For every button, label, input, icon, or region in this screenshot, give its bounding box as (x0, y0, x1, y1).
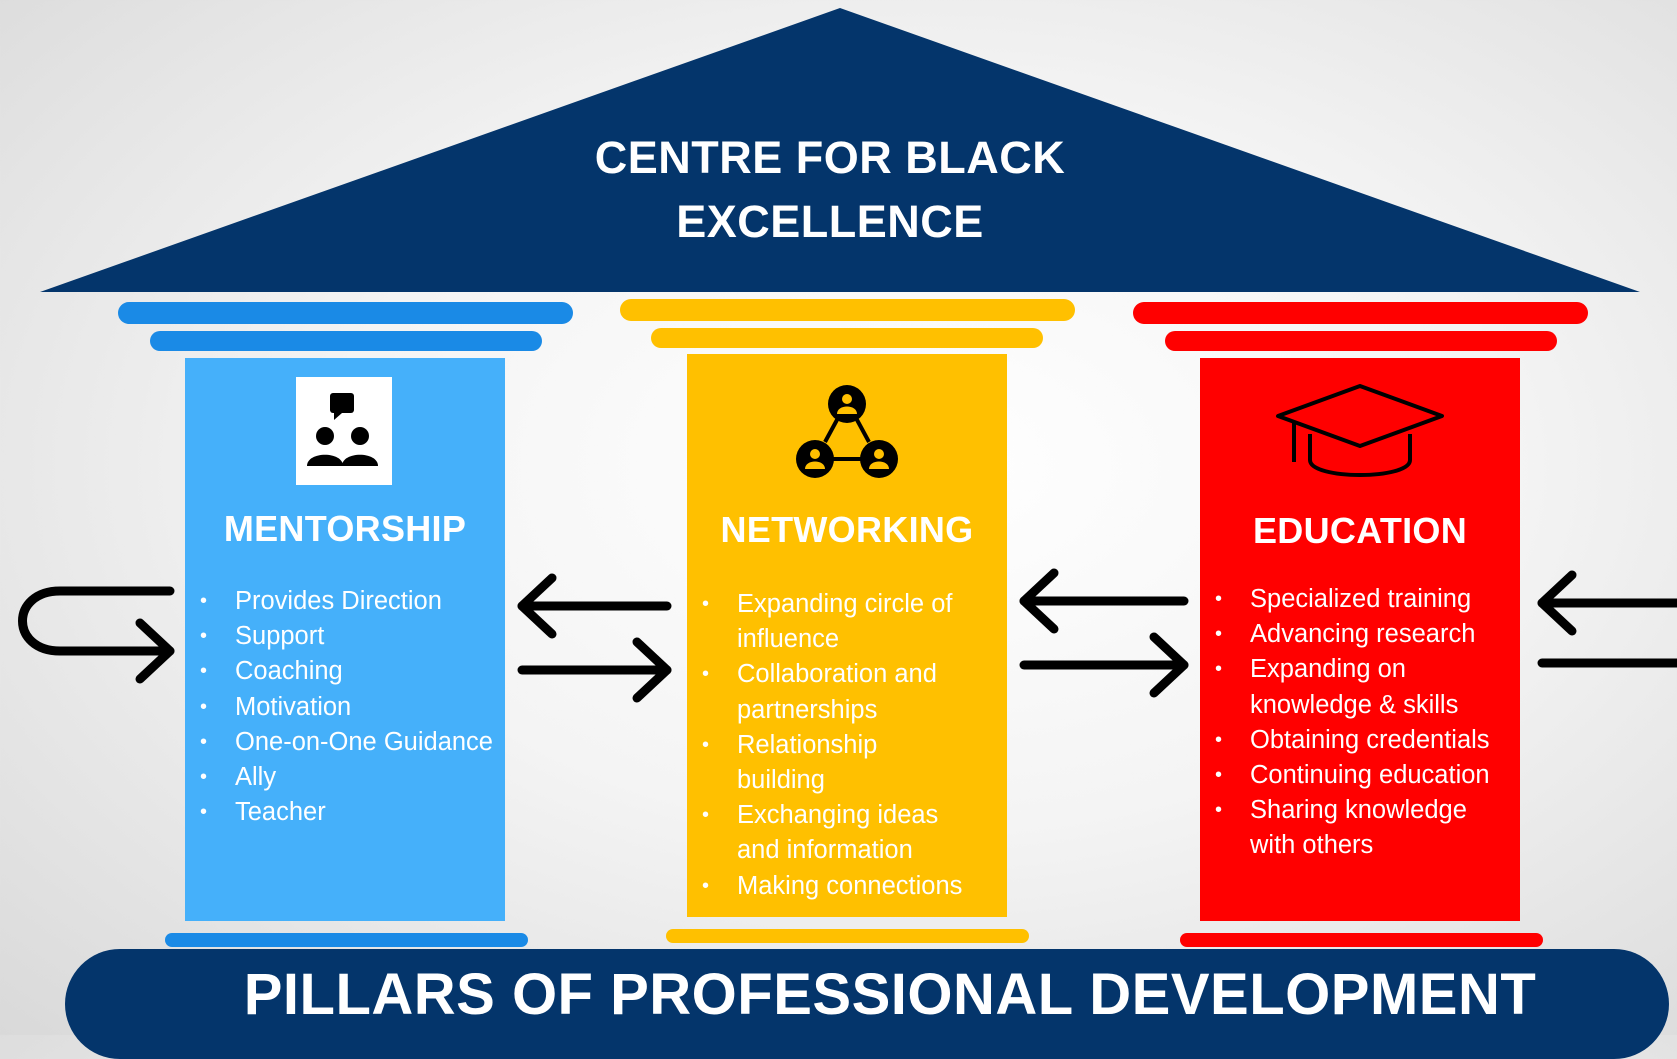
networking-base (666, 929, 1029, 943)
networking-capital-top (620, 299, 1075, 321)
list-item: Teacher (200, 795, 493, 830)
list-item: Relationship building (702, 728, 962, 798)
pillar-networking: NETWORKING Expanding circle of influence… (687, 354, 1007, 917)
mentorship-list: Provides Direction Support Coaching Moti… (185, 584, 493, 831)
roof-triangle (40, 8, 1640, 292)
foundation-title: PILLARS OF PROFESSIONAL DEVELOPMENT (243, 962, 1537, 1027)
list-item: Obtaining credentials (1215, 723, 1490, 758)
roof-title-line1: CENTRE FOR BLACK (594, 132, 1066, 183)
roof-title-line2: EXCELLENCE (676, 196, 984, 247)
pillar-title-networking: NETWORKING (720, 509, 974, 550)
list-item: Expanding circle of influence (702, 587, 962, 657)
list-item: Coaching (200, 654, 493, 689)
education-list: Specialized training Advancing research … (1200, 582, 1490, 864)
list-item: One-on-One Guidance (200, 725, 493, 760)
list-item: Provides Direction (200, 584, 493, 619)
pillar-mentorship: MENTORSHIP Provides Direction Support Co… (185, 358, 505, 921)
list-item: Support (200, 619, 493, 654)
mentor-group-icon (296, 377, 392, 485)
network-people-icon (795, 384, 899, 488)
graduation-cap-icon (1272, 380, 1448, 480)
exchange-arrows-right-icon (1019, 568, 1189, 698)
pillar-title-mentorship: MENTORSHIP (223, 508, 467, 549)
pillar-title-education: EDUCATION (1252, 510, 1468, 551)
list-item: Collaboration and partnerships (702, 657, 962, 727)
loop-arrow-right-icon (1537, 570, 1677, 668)
networking-capital-bottom (651, 328, 1043, 348)
list-item: Continuing education (1215, 758, 1490, 793)
networking-list: Expanding circle of influence Collaborat… (687, 587, 962, 904)
loop-arrow-left-icon (18, 586, 175, 684)
list-item: Making connections (702, 869, 962, 904)
mentorship-base (165, 933, 528, 947)
list-item: Specialized training (1215, 582, 1490, 617)
exchange-arrows-left-icon (517, 573, 672, 703)
list-item: Motivation (200, 690, 493, 725)
education-base (1180, 933, 1543, 947)
list-item: Expanding on knowledge & skills (1215, 652, 1490, 722)
education-capital-top (1133, 302, 1588, 324)
list-item: Sharing knowledge with others (1215, 793, 1490, 863)
roof-title: CENTRE FOR BLACK EXCELLENCE (580, 126, 1080, 254)
pillar-education: EDUCATION Specialized training Advancing… (1200, 358, 1520, 921)
list-item: Exchanging ideas and information (702, 798, 962, 868)
education-capital-bottom (1165, 331, 1557, 351)
list-item: Ally (200, 760, 493, 795)
list-item: Advancing research (1215, 617, 1490, 652)
mentorship-capital-top (118, 302, 573, 324)
mentorship-capital-bottom (150, 331, 542, 351)
